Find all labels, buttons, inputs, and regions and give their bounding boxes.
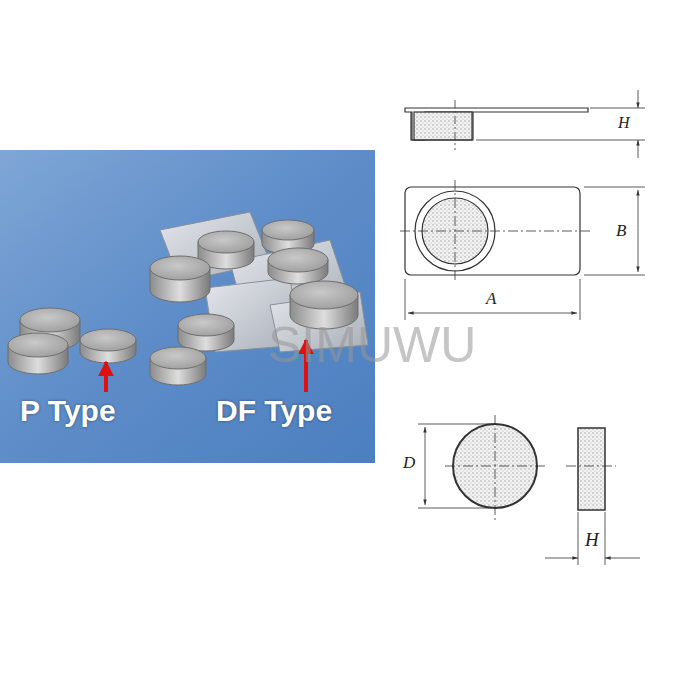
watermark: SIMUWU — [268, 318, 476, 373]
dimension-letter: H — [618, 114, 630, 132]
type-label: DF Type — [216, 394, 332, 427]
dimension-letter: H — [585, 530, 599, 551]
dimension-letter: B — [616, 222, 626, 241]
dimension-letter: D — [403, 454, 415, 473]
type-label: P Type — [20, 394, 116, 427]
dimension-letter: A — [486, 290, 496, 309]
